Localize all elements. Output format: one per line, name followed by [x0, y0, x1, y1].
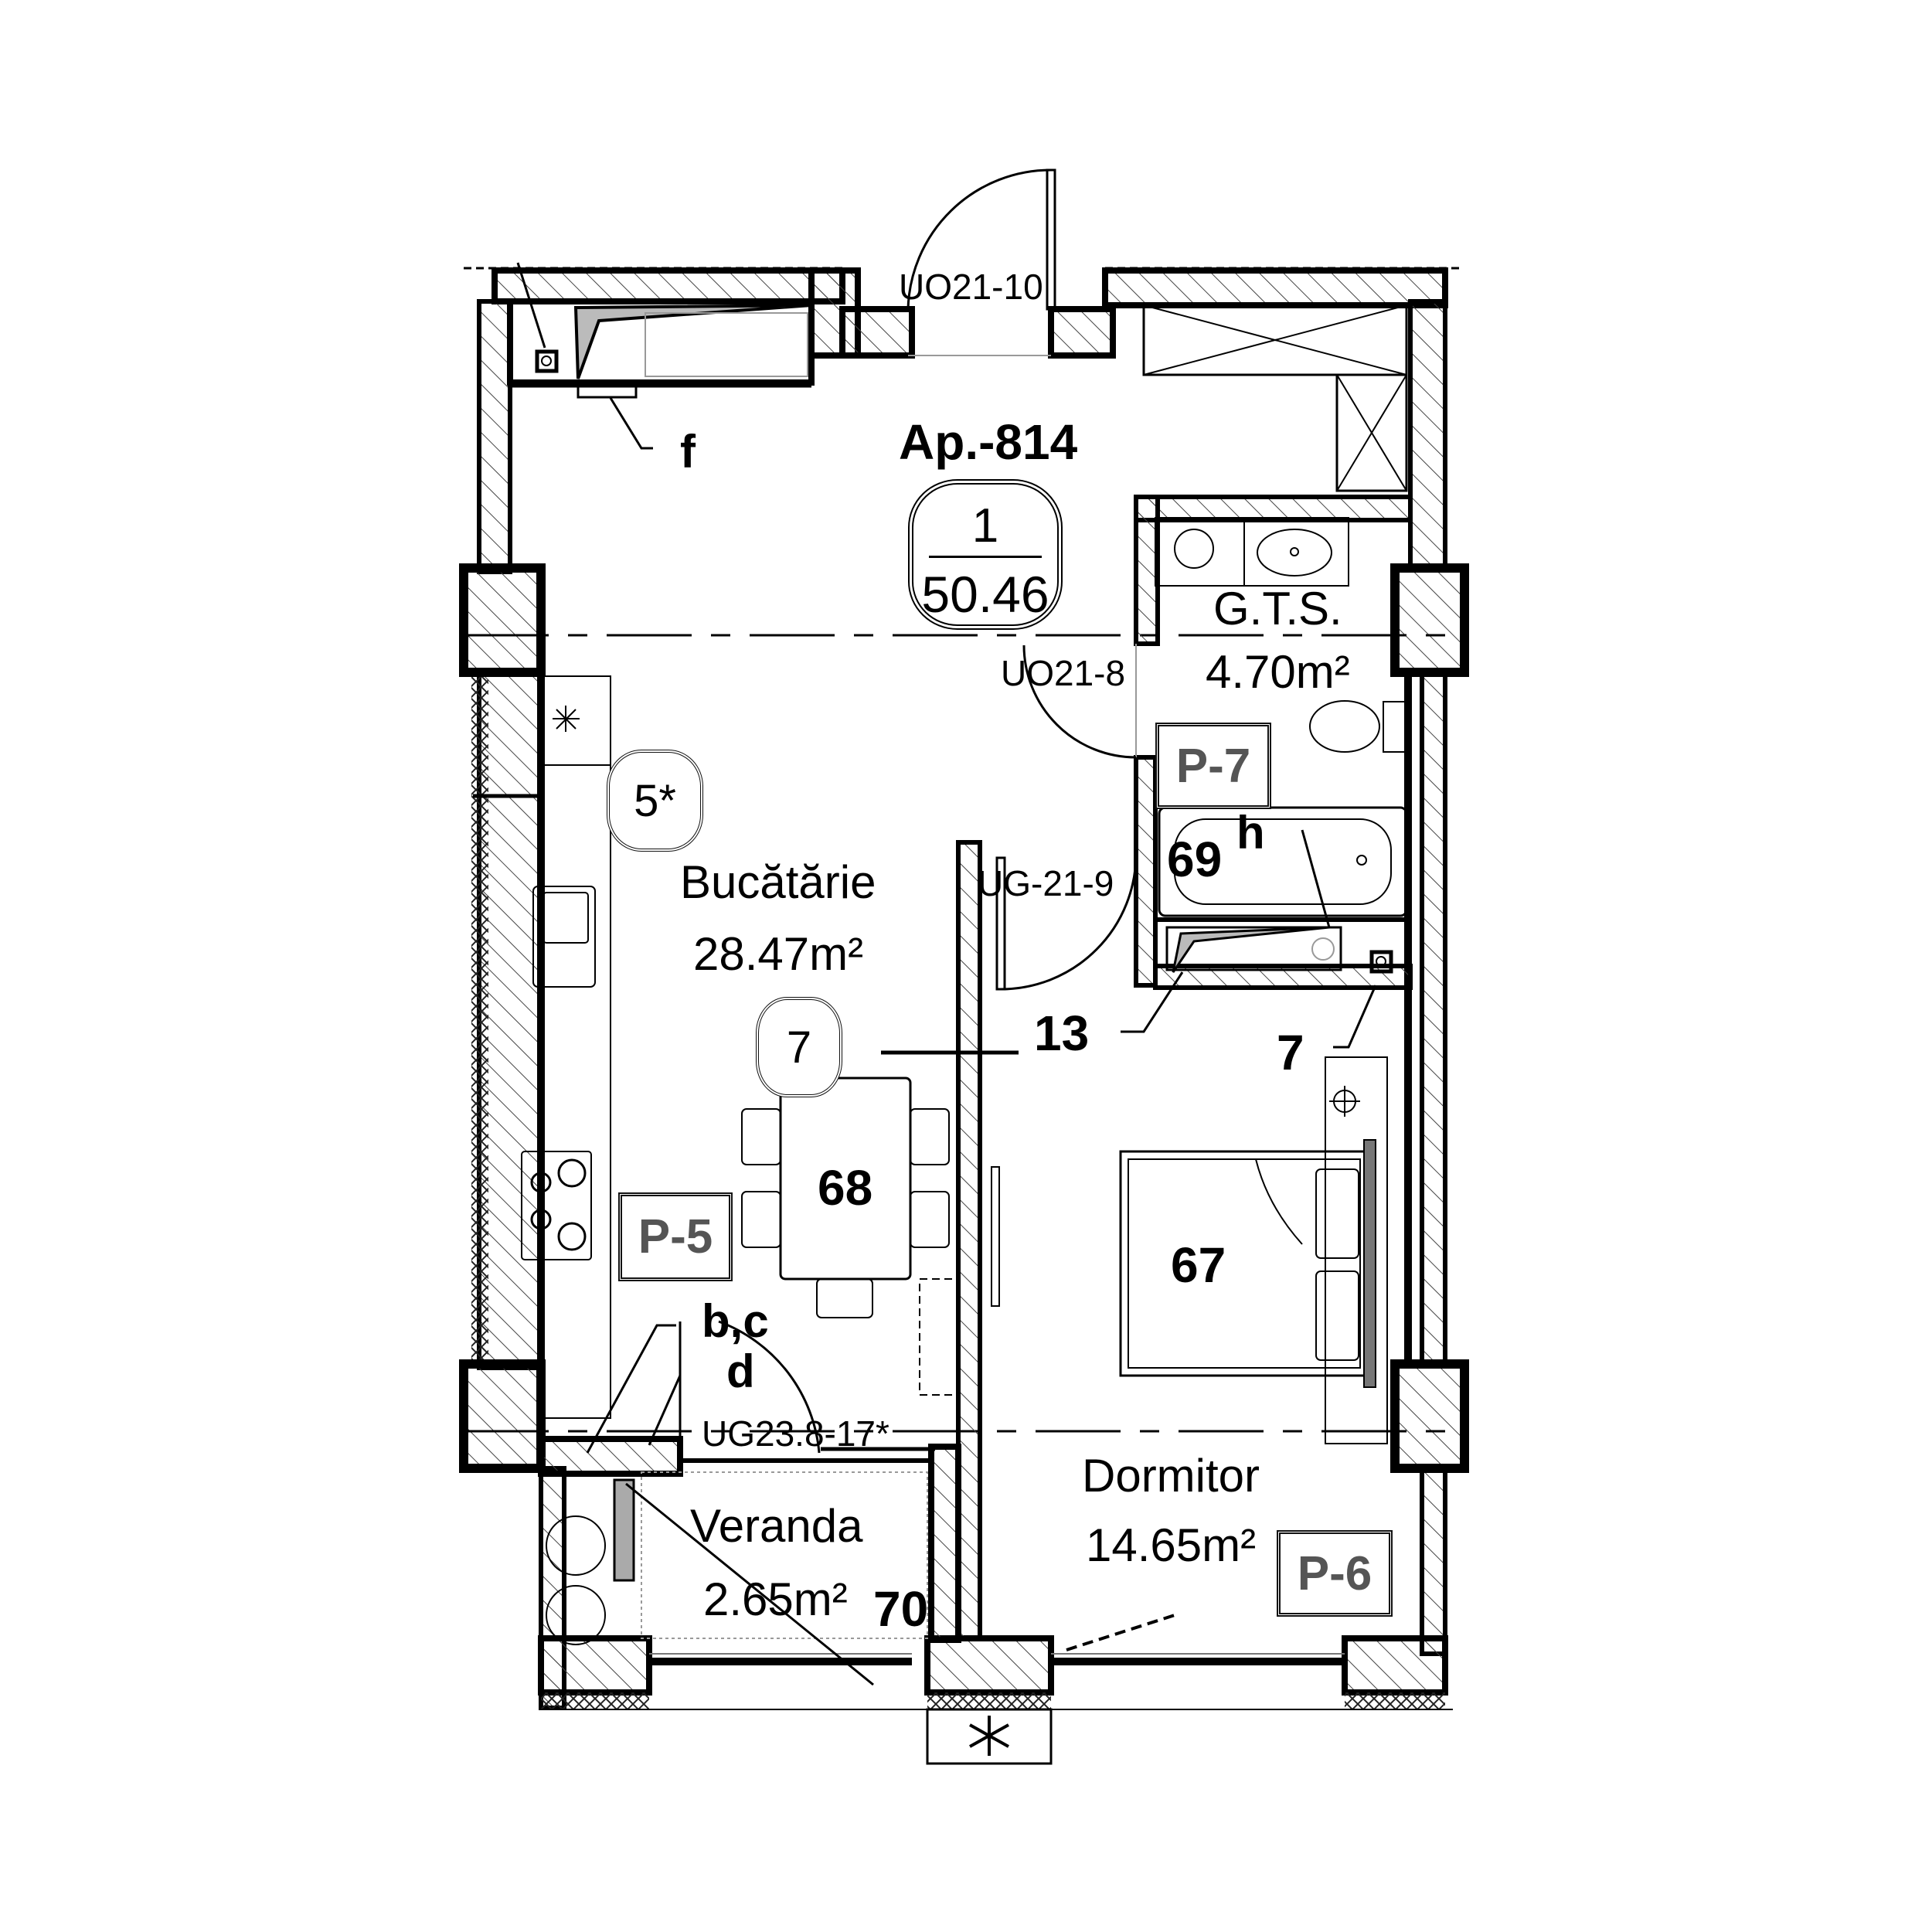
furniture-number-bathtub: 69	[1167, 832, 1223, 887]
annotation-d: d	[726, 1345, 755, 1397]
bathroom-door-swing	[1022, 645, 1137, 759]
room-name-veranda: Veranda	[690, 1500, 863, 1552]
room-name-kitchen: Bucătărie	[680, 856, 876, 908]
furniture-number-bed: 67	[1171, 1237, 1226, 1293]
room-tag-bedroom: P-6	[1277, 1530, 1393, 1617]
bed-drawing	[991, 1056, 1388, 1444]
door-tag-entrance: UO21-10	[899, 267, 1043, 307]
apartment-bubble-divider	[929, 556, 1042, 558]
dining-table-drawing	[741, 1077, 959, 1396]
ac-unit	[926, 1708, 1053, 1765]
apartment-total-area: 50.46	[921, 566, 1049, 623]
wardrobe	[1142, 304, 1408, 492]
bubble-5-star: 5*	[607, 750, 703, 852]
door-tag-bedroom: UG-21-9	[978, 863, 1114, 903]
door-tag-bathroom: UO21-8	[1001, 653, 1126, 693]
room-name-bathroom: G.T.S.	[1213, 583, 1342, 634]
partition-wall	[881, 840, 1138, 1641]
door-tag-veranda: UG23.8-17*	[702, 1413, 889, 1454]
furniture-number-table: 68	[818, 1160, 873, 1216]
bathroom-fixtures	[1121, 517, 1411, 1049]
kitchen-counter	[473, 675, 611, 1419]
room-tag-bathroom: P-7	[1155, 723, 1271, 809]
bubble-7: 7	[756, 997, 842, 1097]
room-area-kitchen: 28.47m²	[693, 928, 864, 980]
apartment-rooms-count: 1	[971, 499, 999, 553]
annotation-f: f	[680, 426, 696, 478]
pillars	[459, 563, 1469, 1473]
entrance-door	[906, 168, 1056, 356]
annotation-h: h	[1236, 807, 1265, 859]
room-name-bedroom: Dormitor	[1082, 1450, 1260, 1502]
annotation-7: 7	[1277, 1025, 1304, 1080]
veranda-drawing	[538, 1320, 961, 1686]
annotation-13: 13	[1034, 1005, 1090, 1061]
room-area-bathroom: 4.70m²	[1206, 646, 1350, 698]
annotation-bc: b,c	[702, 1295, 769, 1347]
apartment-title: Ap.-814	[899, 414, 1078, 470]
utility-niche	[507, 262, 815, 450]
room-tag-kitchen: P-5	[618, 1192, 733, 1281]
apartment-summary-bubble: 1 50.46	[908, 479, 1063, 630]
furniture-number-veranda: 70	[873, 1581, 929, 1637]
room-area-bedroom: 14.65m²	[1086, 1519, 1257, 1571]
bathroom-walls	[1134, 495, 1413, 990]
window-veranda	[649, 1653, 912, 1665]
window-bedroom	[1051, 1614, 1345, 1665]
room-area-veranda: 2.65m²	[703, 1573, 848, 1625]
